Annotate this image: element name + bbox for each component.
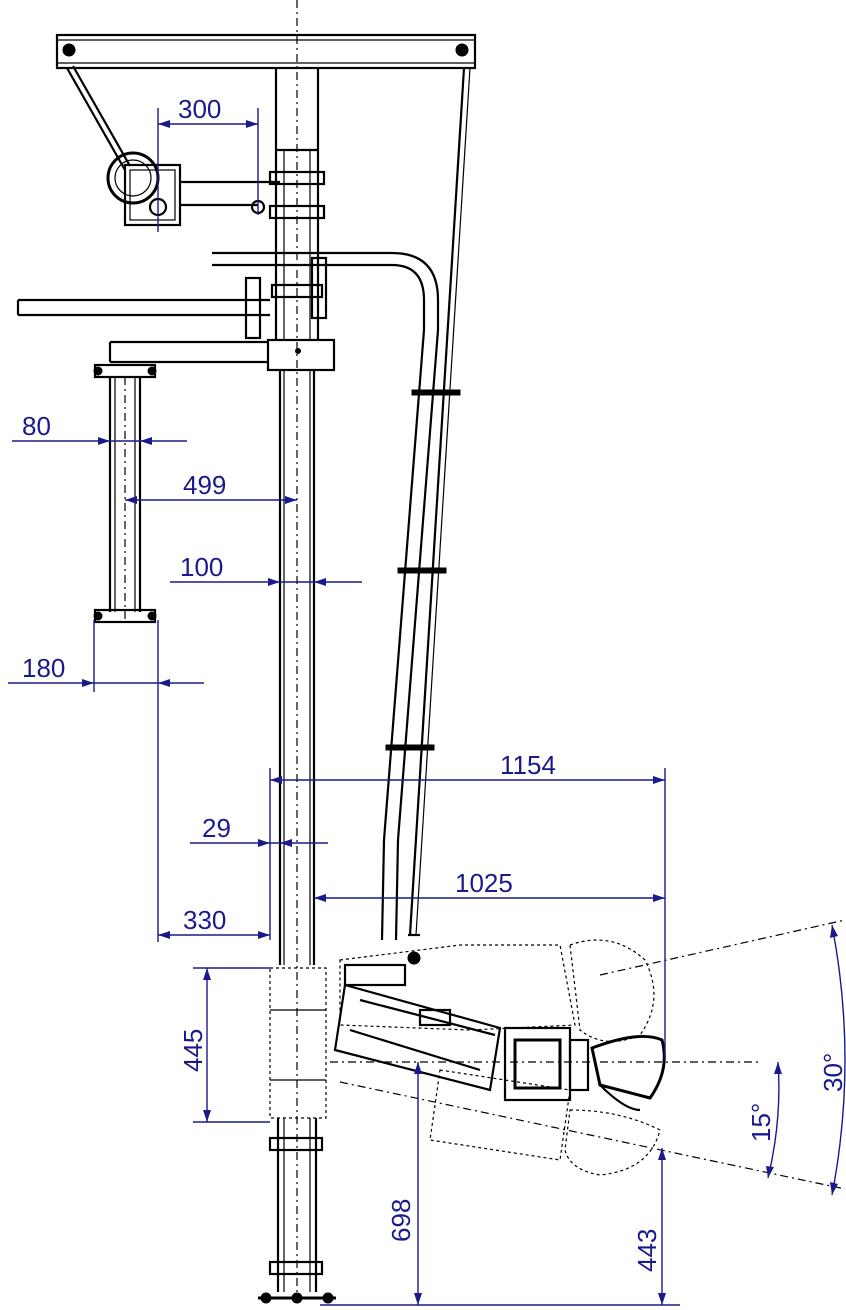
angle-30: 30° xyxy=(818,924,846,1196)
mixer-bracket xyxy=(269,967,327,1119)
winch xyxy=(106,151,280,227)
dimension-180: 180 xyxy=(8,620,204,942)
main-mast xyxy=(258,68,336,1304)
dimension-80-label: 80 xyxy=(22,411,51,441)
cable-guide-pipe xyxy=(212,251,461,941)
dimension-300: 300 xyxy=(157,94,259,232)
angle-15: 15° xyxy=(746,1061,782,1179)
angle-30-label: 30° xyxy=(818,1053,846,1092)
dimension-330: 330 xyxy=(158,905,270,939)
dimension-698: 698 xyxy=(320,1062,680,1306)
dimension-29-label: 29 xyxy=(202,813,231,843)
dimension-443: 443 xyxy=(632,1148,666,1305)
dimension-443-label: 443 xyxy=(632,1229,662,1272)
dimension-29: 29 xyxy=(190,813,328,847)
dimension-1154-label: 1154 xyxy=(500,750,556,780)
top-crossbeam xyxy=(55,33,477,70)
dimensions: 300 80 499 100 xyxy=(8,94,846,1306)
dimension-1025: 1025 xyxy=(314,868,665,902)
dimension-698-label: 698 xyxy=(386,1199,416,1242)
dimension-80: 80 xyxy=(12,411,187,445)
dimension-499: 499 xyxy=(125,470,297,504)
dimension-180-label: 180 xyxy=(22,653,65,683)
dimension-1025-label: 1025 xyxy=(455,868,513,898)
dimension-330-label: 330 xyxy=(183,905,226,935)
stay-cable xyxy=(408,67,466,936)
structure-linework xyxy=(16,0,846,1304)
support-arm xyxy=(93,340,268,624)
dimension-445-label: 445 xyxy=(178,1029,208,1072)
dimension-1154: 1154 xyxy=(269,750,666,1060)
dimension-445: 445 xyxy=(178,967,270,1123)
dimension-100-label: 100 xyxy=(180,552,223,582)
submersible-mixer xyxy=(333,933,666,1176)
dimension-499-label: 499 xyxy=(183,470,226,500)
dimension-100: 100 xyxy=(170,552,362,586)
angle-15-label: 15° xyxy=(746,1103,776,1142)
dimension-300-label: 300 xyxy=(178,94,221,124)
